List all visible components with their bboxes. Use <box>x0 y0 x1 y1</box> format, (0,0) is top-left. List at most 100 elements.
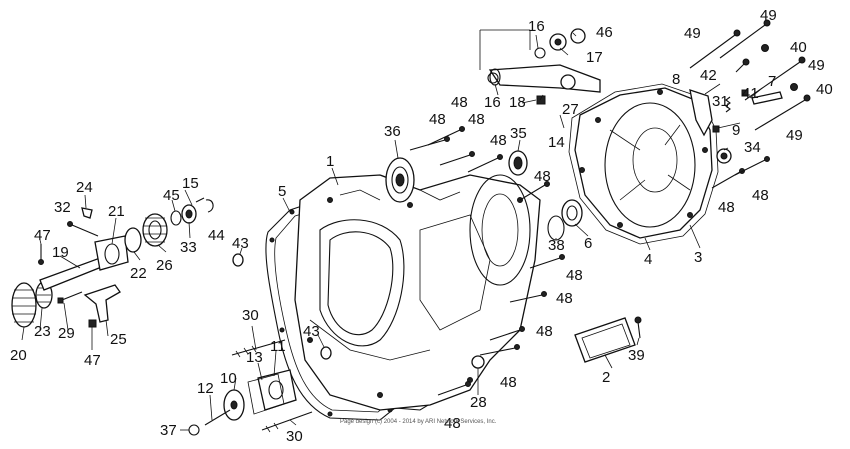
o-ring-part-16[interactable] <box>534 47 546 59</box>
dowel-part-43-a[interactable] <box>232 253 244 267</box>
callout-48-h[interactable]: 48 <box>536 323 553 340</box>
washer-part-17[interactable] <box>549 33 567 51</box>
gear-part-22[interactable] <box>124 227 142 253</box>
callout-39[interactable]: 39 <box>628 347 645 364</box>
callout-48-d[interactable]: 48 <box>490 132 507 149</box>
callout-4[interactable]: 4 <box>644 251 652 268</box>
bolt-part-32[interactable] <box>67 221 99 237</box>
callout-20[interactable]: 20 <box>10 347 27 364</box>
bolt-part-48-d[interactable] <box>427 126 465 146</box>
bolt-part-18[interactable] <box>536 95 546 105</box>
bolt-part-48-a[interactable] <box>711 168 745 189</box>
callout-19[interactable]: 19 <box>52 244 69 261</box>
bolt-part-49-d[interactable] <box>754 94 811 131</box>
callout-48-e[interactable]: 48 <box>534 168 551 185</box>
oil-seal-part-35[interactable] <box>508 150 528 176</box>
callout-18[interactable]: 18 <box>509 94 526 111</box>
bolt-part-48-l[interactable] <box>437 381 471 396</box>
nut-part-40-b[interactable] <box>790 83 798 91</box>
bolt-part-48-e[interactable] <box>439 151 475 166</box>
bolt-part-42[interactable] <box>735 58 750 73</box>
bolt-part-9[interactable] <box>712 125 720 133</box>
housing-part-21[interactable] <box>94 235 129 271</box>
callout-16-lower[interactable]: 16 <box>484 94 501 111</box>
callout-22[interactable]: 22 <box>130 265 147 282</box>
callout-3[interactable]: 3 <box>694 249 702 266</box>
callout-49-d[interactable]: 49 <box>786 127 803 144</box>
bolt-part-48-k[interactable] <box>479 344 520 356</box>
callout-42[interactable]: 42 <box>700 67 717 84</box>
callout-47-lower[interactable]: 47 <box>84 352 101 369</box>
seal-part-34[interactable] <box>716 148 732 164</box>
callout-48-j[interactable]: 48 <box>444 415 461 432</box>
clip-part-15[interactable] <box>195 197 205 203</box>
pin-part-7[interactable] <box>751 91 783 105</box>
drain-plug-part-28[interactable] <box>471 355 485 369</box>
bolt-part-49-a[interactable] <box>689 29 741 69</box>
bolt-part-47-b[interactable] <box>88 319 97 328</box>
callout-48-b[interactable]: 48 <box>451 94 468 111</box>
callout-30-lower[interactable]: 30 <box>286 428 303 445</box>
bolt-part-41[interactable] <box>741 89 749 97</box>
seal-part-46[interactable] <box>570 28 586 44</box>
callout-48-g[interactable]: 48 <box>556 290 573 307</box>
callout-38[interactable]: 38 <box>548 237 565 254</box>
arm-part-8[interactable] <box>689 89 713 137</box>
cover-plate-part-2[interactable] <box>574 317 636 363</box>
callout-15[interactable]: 15 <box>182 175 199 192</box>
bearing-part-33[interactable] <box>181 204 197 224</box>
shaft-part-12[interactable] <box>204 409 231 426</box>
callout-23[interactable]: 23 <box>34 323 51 340</box>
cover-part-11[interactable] <box>257 369 297 411</box>
bolt-part-39[interactable] <box>634 316 642 339</box>
callout-16-upper[interactable]: 16 <box>528 18 545 35</box>
o-ring-part-37[interactable] <box>188 424 200 436</box>
callout-12[interactable]: 12 <box>197 380 214 397</box>
callout-21[interactable]: 21 <box>108 203 125 220</box>
callout-48-f[interactable]: 48 <box>566 267 583 284</box>
bearing-holder-part-6[interactable] <box>561 199 583 227</box>
bolt-part-48-i[interactable] <box>509 291 547 303</box>
callout-13[interactable]: 13 <box>246 349 263 366</box>
bolt-part-49-b[interactable] <box>719 19 771 59</box>
callout-43-upper[interactable]: 43 <box>232 235 249 252</box>
callout-26[interactable]: 26 <box>156 257 173 274</box>
callout-24[interactable]: 24 <box>76 179 93 196</box>
bolt-part-48-g[interactable] <box>519 181 550 201</box>
callout-8[interactable]: 8 <box>672 71 680 88</box>
callout-2[interactable]: 2 <box>602 369 610 386</box>
callout-45[interactable]: 45 <box>163 187 180 204</box>
callout-46[interactable]: 46 <box>596 24 613 41</box>
callout-7[interactable]: 7 <box>768 73 776 90</box>
callout-36[interactable]: 36 <box>384 123 401 140</box>
callout-31[interactable]: 31 <box>712 93 729 110</box>
callout-40-lower[interactable]: 40 <box>816 81 833 98</box>
arm-part-25[interactable] <box>83 284 121 323</box>
callout-48-k[interactable]: 48 <box>718 199 735 216</box>
gasket-part-4[interactable] <box>568 83 719 245</box>
bearing-part-36[interactable] <box>385 157 415 203</box>
bolt-part-48-h[interactable] <box>529 254 565 269</box>
callout-6[interactable]: 6 <box>584 235 592 252</box>
clip-part-44[interactable] <box>205 199 214 213</box>
callout-48-i[interactable]: 48 <box>500 374 517 391</box>
callout-40-upper[interactable]: 40 <box>790 39 807 56</box>
callout-37[interactable]: 37 <box>160 422 177 439</box>
callout-49-b[interactable]: 49 <box>760 7 777 24</box>
bolt-part-48-b[interactable] <box>734 156 770 176</box>
bolt-part-48-f[interactable] <box>467 154 503 173</box>
bolt-part-29[interactable] <box>57 291 83 304</box>
o-ring-part-16-lower[interactable] <box>487 72 499 84</box>
callout-11[interactable]: 11 <box>270 338 286 355</box>
callout-35[interactable]: 35 <box>510 125 527 142</box>
bolt-part-47-a[interactable] <box>38 244 44 265</box>
callout-28[interactable]: 28 <box>470 394 487 411</box>
bolt-part-24[interactable] <box>81 207 93 219</box>
callout-17[interactable]: 17 <box>586 49 603 66</box>
callout-25[interactable]: 25 <box>110 331 127 348</box>
callout-29[interactable]: 29 <box>58 325 75 342</box>
callout-48-l[interactable]: 48 <box>752 187 769 204</box>
collar-part-27[interactable] <box>560 74 576 90</box>
callout-47-upper[interactable]: 47 <box>34 227 51 244</box>
stud-part-30-b[interactable] <box>261 411 313 433</box>
